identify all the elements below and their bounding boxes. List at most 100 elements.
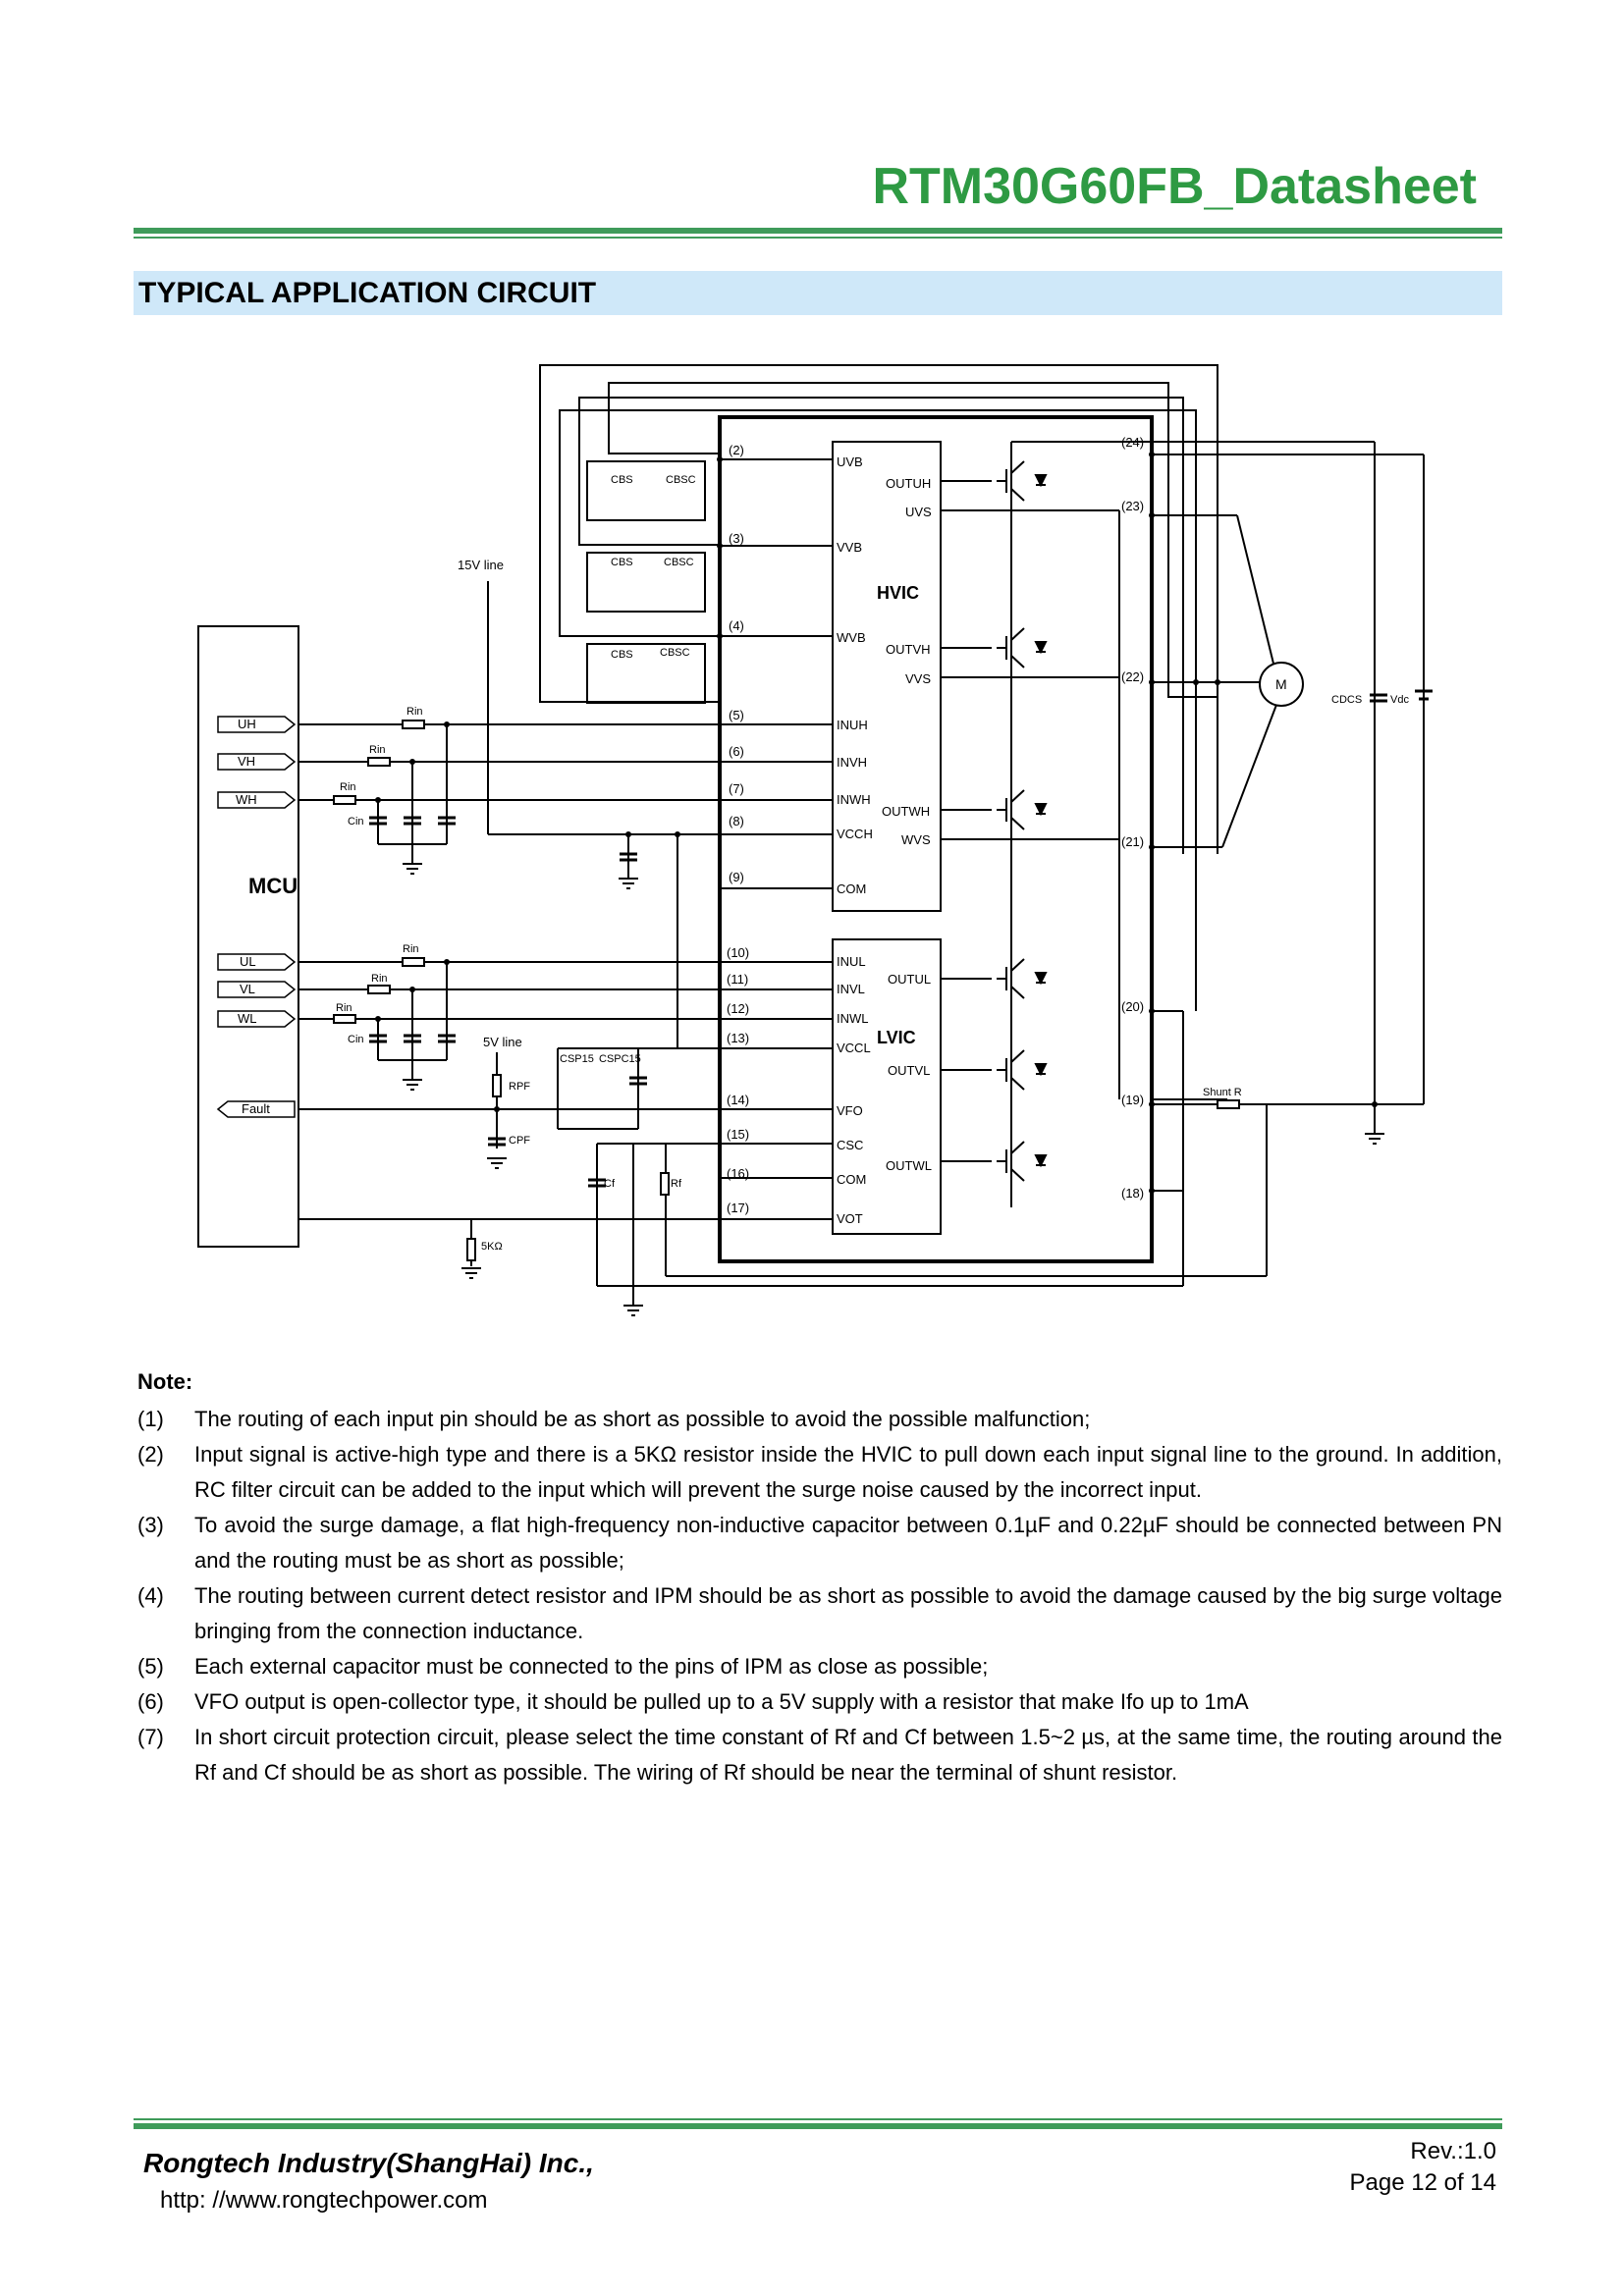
hvic-out-wvs: WVS <box>901 832 931 847</box>
label-cdcs: CDCS <box>1331 694 1362 706</box>
pin-7: (7) <box>729 781 744 796</box>
mcu-pin-wl: WL <box>238 1011 257 1026</box>
lvic-pin-com: COM <box>837 1172 866 1187</box>
pin-8: (8) <box>729 814 744 828</box>
notes-heading: Note: <box>137 1369 193 1394</box>
lvic-box <box>832 938 942 1235</box>
section-title: TYPICAL APPLICATION CIRCUIT <box>138 277 597 309</box>
pin-15: (15) <box>727 1127 749 1142</box>
hvic-pin-invh: INVH <box>837 755 867 770</box>
label-cbs: CBS <box>611 557 633 568</box>
mcu-pin-vh: VH <box>238 754 255 769</box>
mcu-pin-uh: UH <box>238 717 256 731</box>
note-text: To avoid the surge damage, a flat high-f… <box>194 1513 1502 1573</box>
label-rin: Rin <box>340 781 356 793</box>
label-shunt-r: Shunt R <box>1203 1087 1242 1098</box>
footer-page-number: Page 12 of 14 <box>1349 2169 1496 2196</box>
note-text: The routing of each input pin should be … <box>194 1407 1091 1431</box>
pin-23: (23) <box>1121 499 1144 513</box>
lvic-pin-inul: INUL <box>837 954 866 969</box>
header-rule <box>134 228 1502 234</box>
hvic-pin-wvb: WVB <box>837 630 866 645</box>
pin-21: (21) <box>1121 834 1144 849</box>
label-cbsc: CBSC <box>666 474 696 486</box>
pin-19: (19) <box>1121 1093 1144 1107</box>
footer-revision: Rev.:1.0 <box>1410 2138 1496 2164</box>
hvic-pin-com: COM <box>837 881 866 896</box>
note-number: (7) <box>137 1725 164 1749</box>
label-rin: Rin <box>403 943 419 955</box>
note-number: (2) <box>137 1442 164 1467</box>
footer-url[interactable]: http: //www.rongtechpower.com <box>160 2187 488 2214</box>
label-cbsc: CBSC <box>660 647 690 659</box>
note-number: (5) <box>137 1654 164 1679</box>
hvic-label: HVIC <box>877 583 919 603</box>
notes-section: Note: (1) The routing of each input pin s… <box>137 1364 1502 1790</box>
label-vdc: Vdc <box>1390 694 1409 706</box>
hvic-out-uvs: UVS <box>905 505 932 519</box>
hvic-pin-vvb: VVB <box>837 540 862 555</box>
note-item: (2) Input signal is active-high type and … <box>137 1437 1502 1508</box>
lvic-pin-csc: CSC <box>837 1138 863 1152</box>
section-bar <box>134 271 1502 315</box>
note-item: (1) The routing of each input pin should … <box>137 1402 1502 1437</box>
hvic-out-outuh: OUTUH <box>886 476 931 491</box>
pin-14: (14) <box>727 1093 749 1107</box>
pin-13: (13) <box>727 1031 749 1045</box>
pin-24: (24) <box>1121 435 1144 450</box>
label-cin: Cin <box>348 816 364 828</box>
note-number: (3) <box>137 1513 164 1537</box>
note-number: (1) <box>137 1407 164 1431</box>
note-item: (3) To avoid the surge damage, a flat hig… <box>137 1508 1502 1578</box>
lvic-out-outwl: OUTWL <box>886 1158 932 1173</box>
pin-20: (20) <box>1121 999 1144 1014</box>
application-circuit-diagram: MCU HVIC LVIC UH VH WH UL VL WL Fault UV… <box>197 364 1433 1316</box>
lvic-pin-inwl: INWL <box>837 1011 869 1026</box>
mcu-pin-wh: WH <box>236 792 257 807</box>
pin-12: (12) <box>727 1001 749 1016</box>
label-cspc15: CSPC15 <box>599 1053 641 1065</box>
label-5v-line: 5V line <box>483 1035 522 1049</box>
label-rin: Rin <box>406 706 423 718</box>
pin-11: (11) <box>727 972 748 987</box>
footer-rule <box>134 2123 1502 2129</box>
hvic-pin-inwh: INWH <box>837 792 871 807</box>
pin-4: (4) <box>729 618 744 633</box>
ipm-outline <box>718 415 1154 1263</box>
note-text: Each external capacitor must be connecte… <box>194 1654 989 1679</box>
note-text: Input signal is active-high type and the… <box>194 1442 1502 1502</box>
note-text: In short circuit protection circuit, ple… <box>194 1725 1502 1785</box>
pin-5: (5) <box>729 708 744 722</box>
pin-17: (17) <box>727 1201 749 1215</box>
motor-label: M <box>1275 676 1287 692</box>
pin-18: (18) <box>1121 1186 1144 1201</box>
hvic-out-outvh: OUTVH <box>886 642 931 657</box>
note-item: (6)VFO output is open-collector type, it… <box>137 1684 1502 1720</box>
label-cf: Cf <box>604 1178 616 1190</box>
hvic-out-outwh: OUTWH <box>882 804 930 819</box>
label-rin: Rin <box>369 744 386 756</box>
hvic-pin-vcch: VCCH <box>837 827 873 841</box>
label-cbs: CBS <box>611 649 633 661</box>
hvic-pin-uvb: UVB <box>837 454 863 469</box>
lvic-pin-vot: VOT <box>837 1211 863 1226</box>
footer-company: Rongtech Industry(ShangHai) Inc., <box>143 2148 594 2178</box>
mcu-label: MCU <box>248 874 298 898</box>
note-item: (5) Each external capacitor must be conne… <box>137 1649 1502 1684</box>
mcu-pin-fault: Fault <box>242 1101 270 1116</box>
label-cbs: CBS <box>611 474 633 486</box>
pin-10: (10) <box>727 945 749 960</box>
note-item: (7) In short circuit protection circuit, … <box>137 1720 1502 1790</box>
note-text: The routing between current detect resis… <box>194 1583 1502 1643</box>
hvic-out-vvs: VVS <box>905 671 931 686</box>
lvic-label: LVIC <box>877 1028 916 1047</box>
mcu-box <box>197 625 299 1248</box>
footer-rule-thin <box>134 2118 1502 2120</box>
hvic-pin-inuh: INUH <box>837 718 868 732</box>
pin-6: (6) <box>729 744 744 759</box>
pin-16: (16) <box>727 1166 749 1181</box>
label-cbsc: CBSC <box>664 557 694 568</box>
document-title: RTM30G60FB_Datasheet <box>872 158 1477 215</box>
label-5k: 5KΩ <box>481 1241 503 1253</box>
lvic-pin-invl: INVL <box>837 982 865 996</box>
